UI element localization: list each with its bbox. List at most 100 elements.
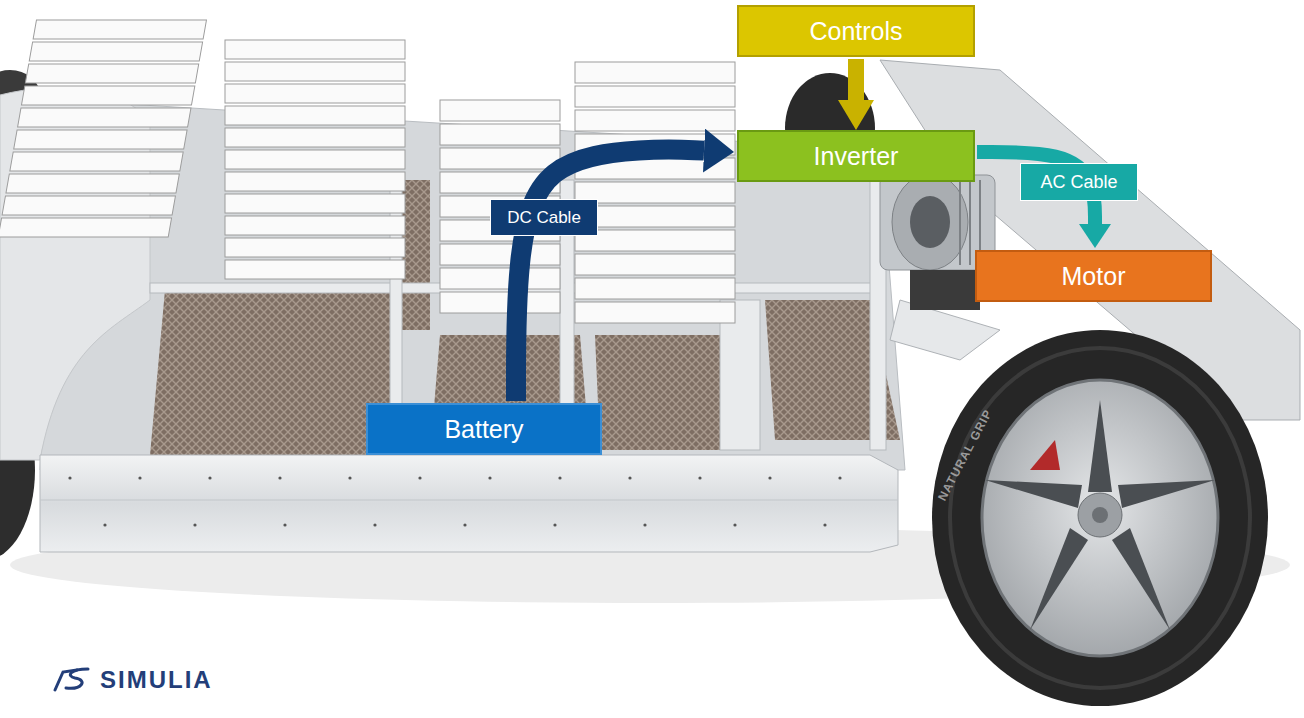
battery-module-lids-part-part — [6, 174, 179, 193]
front-wheel-part-part — [1118, 480, 1215, 508]
battery-module-lids-part-part — [2, 196, 175, 215]
battery-module-lids-part — [575, 62, 735, 83]
simulia-logo-mark — [55, 669, 88, 690]
battery-module-lids-part — [575, 278, 735, 299]
front-wheel-part — [982, 380, 1218, 656]
drive-motor-part — [910, 270, 980, 310]
battery-module-lids-part-part — [18, 108, 191, 127]
battery-module-lids-part-part — [29, 42, 202, 61]
battery-module-lids-part — [225, 84, 405, 103]
battery-module-lids-part — [575, 110, 735, 131]
battery-module-lids-part-part — [25, 64, 198, 83]
battery-module-lids-part-part — [0, 218, 172, 237]
drive-motor-part-part — [959, 180, 961, 265]
side-sill-part-part — [138, 476, 141, 479]
side-sill-part-part — [823, 523, 826, 526]
battery-module-lids-part — [225, 150, 405, 169]
node-text: Battery — [444, 415, 523, 444]
cable-arrow — [516, 150, 704, 401]
battery-module-lids-part — [225, 216, 405, 235]
inverter-box: Inverter — [737, 130, 975, 182]
battery-module-lids-part — [575, 230, 735, 251]
side-sill-part-part — [348, 476, 351, 479]
battery-module-lids-part — [575, 182, 735, 203]
side-sill-part — [40, 455, 898, 552]
mesh-panels-part — [150, 290, 395, 455]
battery-module-lids-part-part — [21, 86, 194, 105]
battery-module-lids-part — [575, 206, 735, 227]
tire-sidewall-text: NATURAL GRIP — [935, 407, 995, 503]
battery-module-lids-part — [225, 62, 405, 81]
motor-box: Motor — [975, 250, 1212, 302]
side-sill-part-part — [193, 523, 196, 526]
drive-motor-part — [910, 196, 950, 248]
front-wheel-part-part — [1088, 400, 1112, 492]
drive-motor-part — [892, 174, 968, 270]
side-sill-part-part — [643, 523, 646, 526]
side-sill — [40, 455, 898, 552]
side-sill-part-part — [278, 476, 281, 479]
front-wheel-part-part — [1112, 528, 1170, 630]
battery-module-lids-part-part — [10, 152, 183, 171]
front-wheel-part — [1078, 493, 1122, 537]
node-text: Inverter — [814, 142, 899, 171]
side-sill-part-part — [283, 523, 286, 526]
battery-module-lids-part — [225, 238, 405, 257]
battery-box: Battery — [366, 403, 602, 455]
front-wheel — [932, 330, 1268, 706]
battery-module-lids-part — [440, 100, 560, 121]
battery-module-lids-part — [0, 20, 206, 237]
cable-arrow — [848, 59, 864, 100]
cable-label: DC Cable — [490, 199, 598, 236]
battery-module-lids-part — [440, 268, 560, 289]
side-sill-part-part — [768, 476, 771, 479]
battery-module-lids-part — [225, 172, 405, 191]
side-sill-part-part — [418, 476, 421, 479]
drive-motor-part-part — [969, 180, 971, 265]
front-wheel-part — [985, 400, 1215, 630]
node-text: Motor — [1062, 262, 1126, 291]
battery-module-lids-part — [575, 254, 735, 275]
side-sill-part-part — [488, 476, 491, 479]
side-sill-part-part — [558, 476, 561, 479]
battery-module-lids-part — [225, 128, 405, 147]
side-sill-part-part — [208, 476, 211, 479]
battery-module-lids-part — [440, 292, 560, 313]
battery-module-lids-part-part — [33, 20, 206, 39]
front-wheel-part-part — [1030, 528, 1088, 630]
front-wheel-part — [932, 330, 1268, 706]
side-sill-part-part — [553, 523, 556, 526]
front-wheel-part — [1030, 440, 1060, 470]
simulia-logo-mark-part — [66, 669, 88, 688]
side-sill-part — [68, 476, 841, 526]
node-text: Controls — [809, 17, 902, 46]
battery-module-lids — [0, 20, 735, 323]
battery-module-lids-part — [575, 86, 735, 107]
cable-label: AC Cable — [1020, 163, 1138, 201]
side-sill-part-part — [68, 476, 71, 479]
battery-module-lids-part — [440, 124, 560, 145]
side-sill-part — [40, 500, 898, 501]
battery-module-lids-part-part — [14, 130, 187, 149]
battery-module-lids-part — [440, 244, 560, 265]
front-wheel-part-part — [985, 480, 1082, 508]
side-sill-part-part — [733, 523, 736, 526]
battery-module-lids-part — [225, 40, 405, 59]
side-sill-part-part — [698, 476, 701, 479]
side-sill-part-part — [838, 476, 841, 479]
side-sill-part-part — [628, 476, 631, 479]
side-sill-part-part — [373, 523, 376, 526]
side-sill-part-part — [463, 523, 466, 526]
brand-wordmark: SIMULIA — [100, 666, 213, 694]
cross-rails — [150, 150, 886, 455]
side-sill-part-part — [103, 523, 106, 526]
battery-module-lids-part — [575, 302, 735, 323]
controls-box: Controls — [737, 5, 975, 57]
battery-module-lids-part — [225, 260, 405, 279]
battery-module-lids-part — [225, 106, 405, 125]
front-wheel-part — [950, 348, 1250, 688]
front-wheel-part — [1092, 507, 1108, 523]
